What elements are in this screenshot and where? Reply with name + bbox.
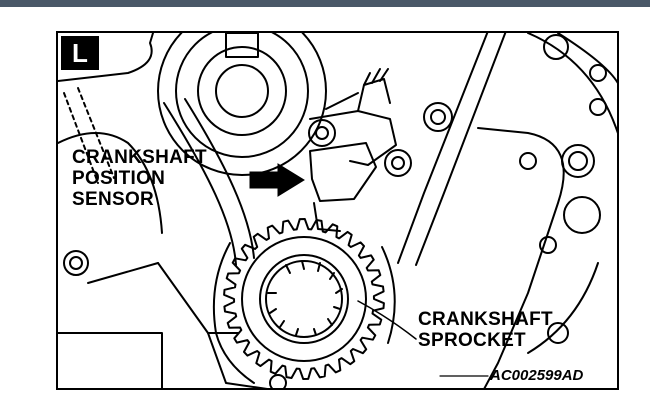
label-line: POSITION xyxy=(72,168,166,189)
label-crankshaft-position-sensor: CRANKSHAFT POSITION SENSOR xyxy=(72,147,207,210)
engine-line-drawing xyxy=(58,33,617,388)
label-line: CRANKSHAFT xyxy=(418,309,553,330)
crankshaft-position-sensor xyxy=(308,68,412,232)
label-line: CRANKSHAFT xyxy=(72,147,207,168)
sprocket-teeth xyxy=(223,218,385,380)
sprocket-leader-line xyxy=(357,300,417,340)
figure-code: AC002599AD xyxy=(490,367,584,384)
label-line: SPROCKET xyxy=(418,330,526,351)
idler-pulley xyxy=(157,33,327,176)
engine-case xyxy=(423,33,617,388)
view-letter-badge: L xyxy=(61,36,99,70)
label-crankshaft-sprocket: CRANKSHAFT SPROCKET xyxy=(418,309,553,351)
diagram-frame: L CRANKSHAFT POSITION SENSOR CRANKSHAFT … xyxy=(56,31,619,390)
timing-belt xyxy=(163,33,507,266)
page-top-bar xyxy=(0,0,650,7)
pointer-arrow xyxy=(249,163,305,197)
crankshaft-sprocket xyxy=(207,218,396,388)
engine-block-left xyxy=(58,33,239,388)
label-line: SENSOR xyxy=(72,189,155,210)
